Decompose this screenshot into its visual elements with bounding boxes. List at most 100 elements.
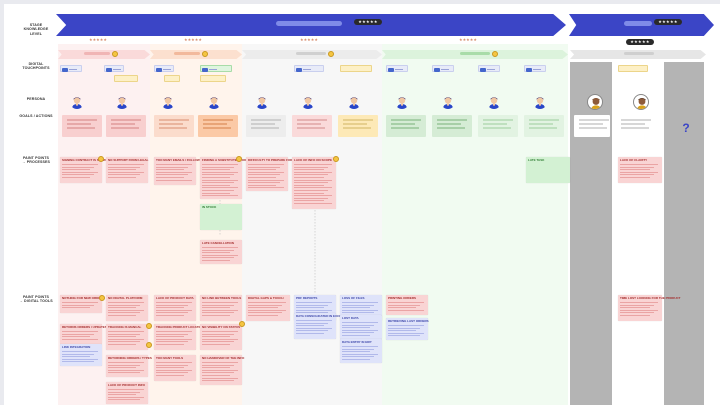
pain-point-card[interactable]: DATA ENTRY IN ERP (340, 339, 382, 363)
card-text-line (108, 331, 144, 332)
card-text-line (248, 171, 284, 173)
persona-avatar[interactable] (587, 94, 603, 110)
touchpoint-icon[interactable] (386, 65, 408, 72)
pain-point-card[interactable]: FINDING A SUBSTITUTE PRODUCT (200, 157, 252, 199)
pain-point-card[interactable]: DATA CONSOLIDATED IN EXCEL (294, 313, 343, 339)
goal-text-line (111, 119, 141, 121)
goal-text-line (343, 123, 367, 125)
card-text-line (294, 179, 332, 181)
card-text-line (202, 164, 238, 165)
persona-avatar[interactable] (487, 95, 501, 109)
card-text-line (202, 375, 230, 376)
pain-point-card[interactable]: NO LINK BETWEEN TOOLS (200, 295, 242, 321)
pain-point-card[interactable]: LACK OF PRODUCT INFO (106, 382, 148, 404)
persona-avatar[interactable] (347, 95, 361, 109)
pain-point-card[interactable]: LOST DATA (340, 315, 382, 339)
pain-point-card[interactable]: TRACKING PRODUCT LOCATION (154, 324, 204, 350)
persona-avatar[interactable] (533, 95, 547, 109)
touchpoint-note[interactable] (114, 75, 138, 82)
pain-point-card[interactable]: LACK OF PRODUCT DATA (154, 295, 196, 321)
persona-avatar[interactable] (255, 95, 269, 109)
card-text-line (202, 182, 234, 184)
touchpoint-icon[interactable] (60, 65, 82, 72)
card-text-line (294, 203, 332, 204)
pain-point-card[interactable]: PRINTING ORDERS (386, 295, 428, 315)
card-text-line (294, 177, 324, 178)
persona-avatar[interactable] (301, 95, 315, 109)
stage-rating-2: ★★★★★ (654, 19, 682, 25)
emoji-face-icon (112, 51, 118, 57)
pain-point-card[interactable]: NO DIGITAL PLATFORM (106, 295, 148, 321)
persona-avatar[interactable] (161, 95, 175, 109)
card-text-line (248, 177, 276, 178)
card-text-line (156, 338, 192, 340)
emoji-face-icon (99, 295, 105, 301)
touchpoint-icon[interactable] (478, 65, 500, 72)
touchpoint-note[interactable] (164, 75, 180, 82)
row-label-goals: GOALS / ACTIONS (19, 114, 53, 118)
touchpoint-icon[interactable] (524, 65, 546, 72)
touchpoint-icon[interactable] (154, 65, 174, 72)
touchpoint-note[interactable] (200, 75, 226, 82)
persona-avatar[interactable] (441, 95, 455, 109)
pain-point-card[interactable]: DIGITAL GAPS & TOUCH (246, 295, 290, 321)
pain-point-card[interactable]: LACK OF INFO ON SCOPE (292, 157, 336, 209)
card-text-line (342, 329, 378, 331)
card-title: LINK INTEGRATION (62, 344, 91, 349)
persona-avatar[interactable] (207, 95, 221, 109)
card-title: NO DIGITAL PLATFORM (108, 295, 143, 300)
pain-point-card[interactable]: RETRIEVING LAST ORDERS (386, 318, 429, 340)
pain-point-card[interactable]: NO VISIBILITY ON STATUS (200, 324, 242, 350)
pain-point-card[interactable]: SIGNING CONTRACT IS SLOW (60, 157, 106, 183)
positive-card[interactable]: IN STOCK (200, 204, 242, 230)
pain-point-card[interactable]: RETURNS ORDERS / UPDATES (60, 324, 107, 344)
card-text-line (62, 171, 98, 173)
card-text-line (108, 362, 144, 363)
row-label-pain-processes: PAINT POINTS → PROCESSES (21, 156, 51, 165)
pain-point-card[interactable]: TIME LOST LOOKING FOR THE PRODUCT (618, 295, 681, 321)
card-text-line (294, 171, 332, 173)
card-text-line (342, 302, 378, 303)
journey-map-canvas: STAGE KNOWLEDGE LEVEL DIGITAL TOUCHPOINT… (4, 4, 720, 405)
question-mark-icon[interactable]: ? (682, 121, 690, 135)
stage-title-placeholder-2 (624, 21, 652, 26)
card-text-line (296, 302, 332, 303)
pain-point-card[interactable]: DIFFICULTY TO PREPARE FORECAST (246, 157, 303, 191)
card-text-line (248, 302, 286, 303)
card-text-line (388, 325, 424, 326)
positive-card[interactable]: LATE TASK (526, 157, 570, 183)
card-text-line (296, 322, 328, 324)
card-text-line (202, 166, 234, 168)
touchpoint-icon[interactable] (432, 65, 454, 72)
pain-point-card[interactable]: NO HANDOVER OF THE INFO (200, 355, 244, 385)
pain-point-card[interactable]: TRACKING IS MANUAL (106, 324, 148, 350)
pain-point-card[interactable]: NOTHING FOR NEW ORDERS (60, 295, 105, 313)
persona-avatar[interactable] (633, 94, 649, 110)
card-text-line (156, 369, 192, 371)
card-title: LACK OF PRODUCT INFO (108, 382, 145, 387)
touchpoint-icon[interactable] (200, 65, 232, 72)
pain-point-card[interactable]: RETURNING ORDERS / TYPES (106, 355, 152, 377)
card-text-line (108, 177, 136, 178)
persona-avatar[interactable] (395, 95, 409, 109)
pain-point-card[interactable]: TOO MANY EMAILS / FOLLOW UPS (154, 157, 207, 185)
card-text-line (388, 307, 416, 309)
pain-point-card[interactable]: LINK INTEGRATION (60, 344, 102, 366)
card-text-line (388, 335, 420, 337)
touchpoint-note[interactable] (618, 65, 648, 72)
touchpoint-icon[interactable] (294, 65, 324, 72)
card-text-line (62, 164, 98, 165)
card-title: LOSS OF FILES (342, 295, 365, 300)
touchpoint-note[interactable] (340, 65, 372, 72)
touchpoint-icon[interactable] (104, 65, 124, 72)
persona-avatar[interactable] (115, 95, 129, 109)
card-text-line (202, 174, 234, 176)
card-text-line (202, 187, 238, 189)
pain-point-card[interactable]: TOO MANY TOOLS (154, 355, 196, 381)
pain-point-card[interactable]: NO SUPPORT FROM LEGAL (106, 157, 149, 183)
pain-point-card[interactable]: LATE CANCELLATION (200, 240, 242, 264)
persona-avatar[interactable] (70, 95, 84, 109)
card-text-line (156, 179, 192, 181)
pain-point-card[interactable]: LACK OF CLARITY (618, 157, 662, 183)
phase-label-4 (460, 52, 490, 55)
